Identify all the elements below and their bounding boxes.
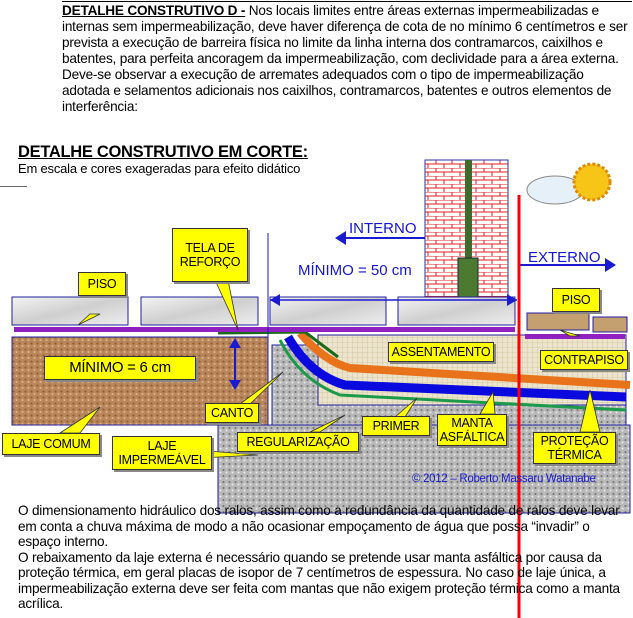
callout-pointers (58, 279, 601, 459)
protecao-termica-layer (296, 330, 631, 389)
frame-post (465, 160, 472, 260)
label-assentamento: ASSENTAMENTO (388, 342, 494, 362)
label-piso: PISO (78, 272, 126, 296)
floor-tiles (11, 296, 628, 333)
assentamento-line-ext (525, 334, 625, 339)
intro-paragraph-1: Nos locais limites entre áreas externas … (62, 3, 628, 66)
primer-layer (278, 339, 627, 412)
label-minimo-6cm: MÍNIMO = 6 cm (44, 356, 196, 380)
outro-paragraph-2: O rebaixamento da laje externa é necessá… (18, 549, 620, 612)
label-regularizacao: REGULARIZAÇÃO (237, 432, 359, 452)
section-title: DETALHE CONSTRUTIVO EM CORTE: (18, 143, 308, 161)
assentamento-line (14, 327, 515, 332)
intro-heading: DETALHE CONSTRUTIVO D - (62, 3, 246, 18)
label-piso-externo: PISO (552, 288, 600, 312)
intro-paragraph-2: Deve-se observar a execução de arremates… (62, 67, 612, 114)
label-contrapiso: CONTRAPISO (540, 350, 628, 370)
manta-asfaltica-layer (284, 334, 627, 402)
label-canto: CANTO (205, 403, 259, 423)
label-manta-asfaltica: MANTA ASFÁLTICA (437, 414, 507, 446)
minimo-50cm-label: MÍNIMO = 50 cm (298, 262, 412, 279)
copyright: © 2012 – Roberto Massaru Watanabe (412, 473, 596, 485)
intro-text: DETALHE CONSTRUTIVO D - Nos locais limit… (62, 1, 632, 115)
outro-paragraph-1: O dimensionamento hidráulico dos ralos, … (18, 503, 620, 549)
sun-cloud-icon (526, 162, 612, 205)
label-primer: PRIMER (362, 416, 430, 436)
label-tela-reforco: TELA DE REFORÇO (172, 228, 248, 282)
label-laje-impermeavel: LAJE IMPERMEÁVEL (112, 436, 212, 470)
outro-text: O dimensionamento hidráulico dos ralos, … (18, 503, 630, 612)
label-laje-comum: LAJE COMUM (2, 433, 100, 455)
section-subtitle: Em escala e cores exageradas para efeito… (18, 161, 301, 176)
label-protecao-termica: PROTEÇÃO TÉRMICA (533, 432, 616, 464)
externo-label: EXTERNO (528, 249, 601, 266)
divider (0, 186, 27, 187)
interno-label: INTERNO (349, 220, 417, 237)
